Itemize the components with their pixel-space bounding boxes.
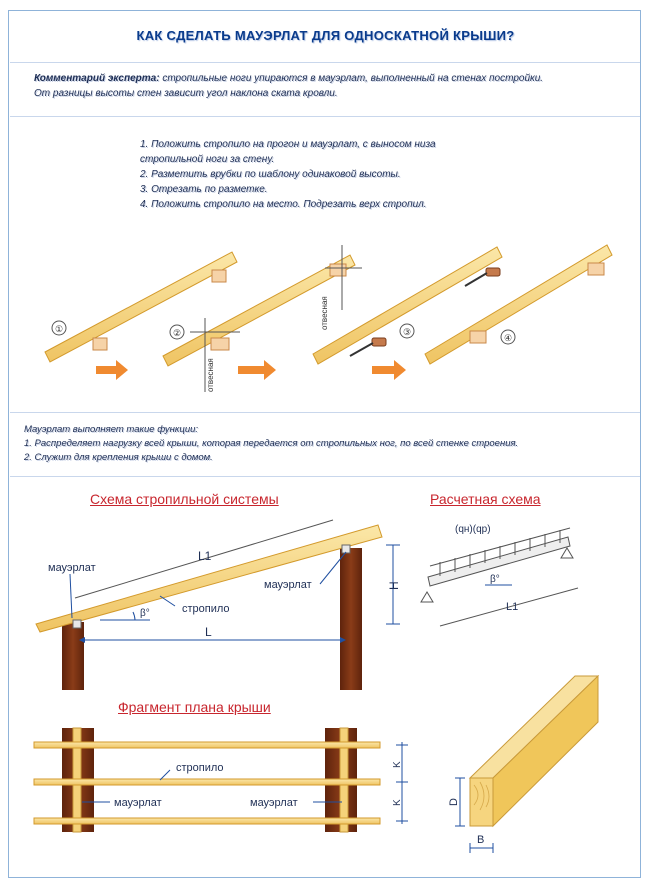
comment-line-2: От разницы высоты стен зависит угол накл… xyxy=(34,88,338,99)
load-arrows xyxy=(429,527,571,576)
label-rafter: стропило xyxy=(182,603,230,615)
step-1-diagram: ① xyxy=(44,251,238,363)
saw-icon xyxy=(464,267,501,287)
angle-arc xyxy=(132,611,136,621)
dimension-L1-calc xyxy=(439,587,579,627)
label-L1: L1 xyxy=(198,549,212,563)
step-line: стропильной ноги за стену. xyxy=(140,154,275,165)
function-item: 1. Распределяет нагрузку всей крыши, кот… xyxy=(24,438,519,449)
plumb-label: отвесная xyxy=(320,296,329,330)
pointer-line xyxy=(319,551,347,585)
right-wall xyxy=(340,548,362,690)
support-hinge xyxy=(420,591,434,603)
label-mauerlat-left: мауэрлат xyxy=(48,562,96,574)
rafter-line-2 xyxy=(33,778,381,786)
step-marker-3: ③ xyxy=(403,327,411,337)
functions-title: Мауэрлат выполняет такие функции: xyxy=(24,424,199,435)
step-line: 4. Положить стропило на место. Подрезать… xyxy=(140,199,427,210)
mauerlat-right-block xyxy=(341,544,351,554)
beam-end-face xyxy=(469,777,494,827)
step-marker-1: ① xyxy=(55,324,63,334)
rafter-line-1 xyxy=(33,741,381,749)
dimension-L1 xyxy=(74,519,334,599)
beam-section: D B xyxy=(448,674,600,853)
divider xyxy=(10,412,640,413)
support-block xyxy=(587,262,605,276)
step-line: 3. Отрезать по разметке. xyxy=(140,184,268,195)
step-marker-4: ④ xyxy=(504,333,512,343)
support-block xyxy=(210,337,230,351)
rafter-scheme: L1 L H β° мауэрлат мауэрлат стропило xyxy=(35,519,401,690)
step-line: 1. Положить стропило на прогон и мауэрла… xyxy=(140,139,436,150)
step-marker-circle xyxy=(169,324,185,340)
label-load: (qн)(qр) xyxy=(455,524,491,535)
label-beta-calc: β° xyxy=(490,574,500,585)
plan-label-mauerlat-right: мауэрлат xyxy=(250,797,298,809)
steps-list: 1. Положить стропило на прогон и мауэрла… xyxy=(140,137,560,212)
function-item: 2. Служит для крепления крыши с домом. xyxy=(24,452,213,463)
step-marker-circle xyxy=(399,323,415,339)
roof-plan: стропило мауэрлат мауэрлат K K xyxy=(33,727,408,833)
pointer-line xyxy=(69,573,73,619)
pointer-line xyxy=(159,595,176,607)
support-block xyxy=(211,269,227,283)
functions-block: Мауэрлат выполняет такие функции: 1. Рас… xyxy=(24,423,624,465)
expert-comment: Комментарий эксперта: стропильные ноги у… xyxy=(34,71,624,101)
rafter-1 xyxy=(44,251,238,363)
rafter-4 xyxy=(424,244,613,365)
calc-beam xyxy=(427,536,571,587)
mauerlat-left-block xyxy=(72,619,82,629)
label-L1-calc: L1 xyxy=(506,601,518,613)
divider xyxy=(10,476,640,477)
plan-label-mauerlat-left: мауэрлат xyxy=(114,797,162,809)
step-marker-2: ② xyxy=(173,328,181,338)
step-line: 2. Разметить врубки по шаблону одинаково… xyxy=(140,169,401,180)
rafter-beam xyxy=(35,524,383,633)
label-L: L xyxy=(205,625,212,639)
label-K-2: K xyxy=(392,799,403,806)
rafter-line-3 xyxy=(33,817,381,825)
step-arrow xyxy=(96,360,128,380)
calc-title: Расчетная схема xyxy=(430,491,541,507)
step-marker-circle xyxy=(51,320,67,336)
label-B: B xyxy=(477,834,484,846)
calc-scheme: (qн)(qр) β° L1 xyxy=(420,524,579,627)
support-hinge xyxy=(560,547,574,559)
step-arrow xyxy=(238,360,276,380)
scheme-title: Схема стропильной системы xyxy=(90,491,279,507)
support-block xyxy=(92,337,108,351)
plan-title: Фрагмент плана крыши xyxy=(118,699,271,715)
support-block xyxy=(469,330,487,344)
step-arrow xyxy=(372,360,406,380)
step-3-diagram: ③ xyxy=(312,246,503,365)
divider xyxy=(10,62,640,63)
left-wall xyxy=(62,622,84,690)
step-marker-circle xyxy=(500,329,516,345)
page-title: КАК СДЕЛАТЬ МАУЭРЛАТ ДЛЯ ОДНОСКАТНОЙ КРЫ… xyxy=(136,28,515,43)
wood-grain xyxy=(473,781,490,811)
label-K-1: K xyxy=(392,761,403,768)
label-D: D xyxy=(448,798,460,806)
support-block xyxy=(329,263,347,277)
comment-lead: Комментарий эксперта: xyxy=(34,73,160,84)
comment-line-1: Комментарий эксперта: стропильные ноги у… xyxy=(34,71,624,86)
label-mauerlat-right: мауэрлат xyxy=(264,579,312,591)
plan-label-rafter: стропило xyxy=(176,762,224,774)
plumb-label: отвесная xyxy=(206,358,215,392)
comment-text-1: стропильные ноги упираются в мауэрлат, в… xyxy=(162,73,544,84)
rafter-3 xyxy=(312,246,503,365)
step-2-diagram: отвесная отвесная ② xyxy=(162,245,362,392)
label-H: H xyxy=(387,581,401,590)
step-4-diagram: ④ xyxy=(424,244,613,365)
label-beta: β° xyxy=(140,608,150,619)
pointer-line xyxy=(159,769,171,781)
saw-icon xyxy=(349,337,387,357)
divider xyxy=(10,116,640,117)
